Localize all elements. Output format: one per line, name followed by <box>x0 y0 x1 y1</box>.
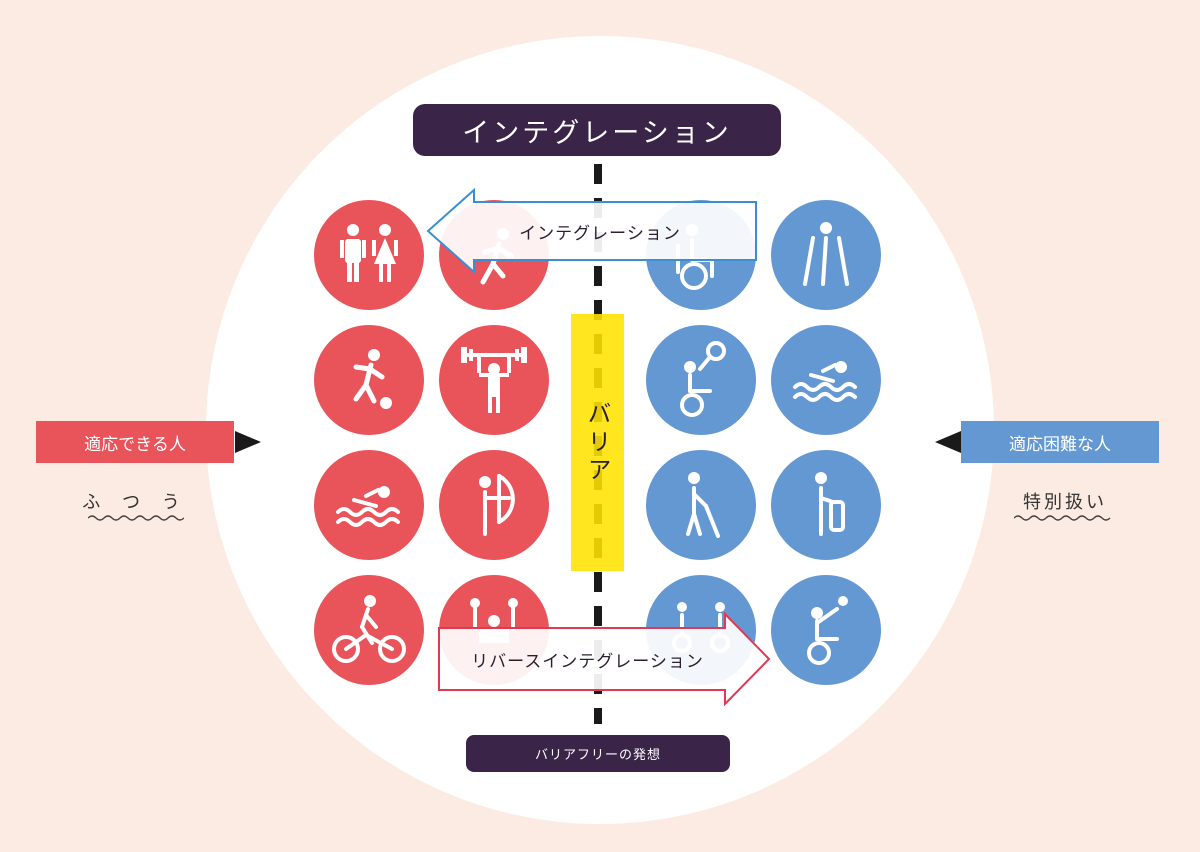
reverse-integration-arrow <box>438 612 771 706</box>
right-wavy-underline <box>1014 515 1111 521</box>
right-group-sublabel: 特別扱い <box>1023 492 1107 513</box>
archery-icon <box>439 450 549 560</box>
crutches-icon <box>771 200 881 310</box>
blind-cane-icon <box>646 450 756 560</box>
integration-arrow <box>426 188 757 274</box>
wheelchair-tennis-icon <box>646 325 756 435</box>
left-wavy-underline <box>88 515 184 521</box>
reverse-integration-arrow-label: リバースインテグレーション <box>471 651 704 672</box>
left-group-label: 適応できる人 <box>36 421 234 463</box>
right-pointer-icon <box>935 431 961 453</box>
integration-arrow-label: インテグレーション <box>519 223 681 244</box>
barrier-free-label: バリアフリーの発想 <box>466 735 730 772</box>
wheelchair-ball-icon <box>771 575 881 685</box>
left-pointer-icon <box>235 431 261 453</box>
title-label: インテグレーション <box>413 104 781 156</box>
swimming-icon <box>314 450 424 560</box>
right-group-label: 適応困難な人 <box>961 421 1159 463</box>
weightlifting-icon <box>439 325 549 435</box>
left-group-sublabel: ふ つ う <box>82 492 188 513</box>
swimming-icon <box>771 325 881 435</box>
soccer-icon <box>314 325 424 435</box>
standing-walker-icon <box>771 450 881 560</box>
restroom-icon <box>314 200 424 310</box>
barrier-label: バリア <box>583 400 611 485</box>
cycling-icon <box>314 575 424 685</box>
barrier-box <box>571 314 624 571</box>
